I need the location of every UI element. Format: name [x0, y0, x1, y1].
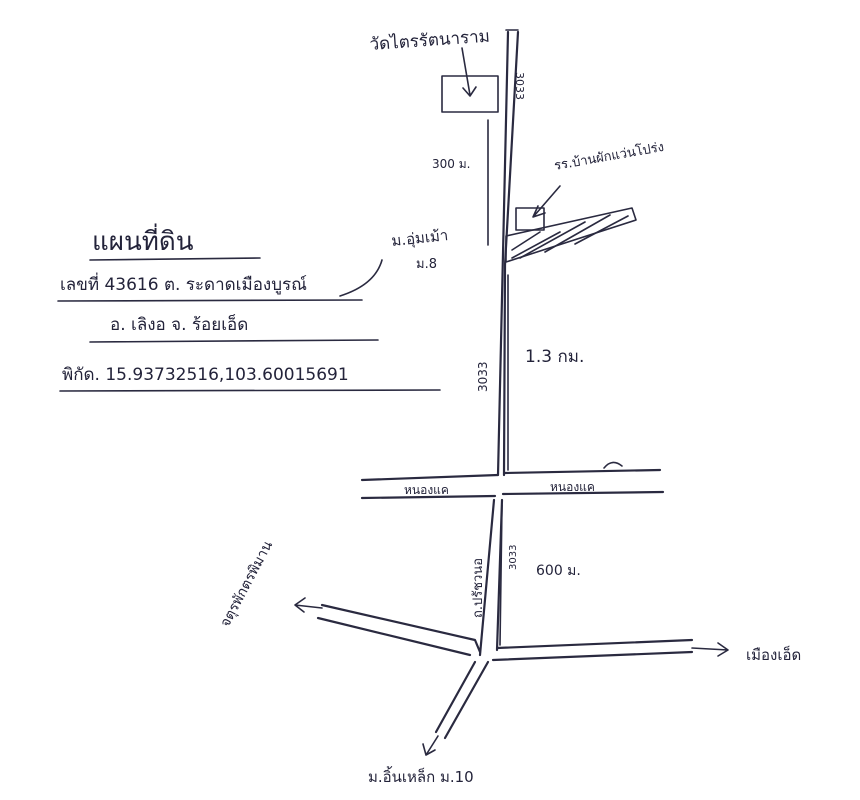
canal-label-left: หนองแค	[404, 483, 449, 497]
canal-label-right: หนองแค	[550, 480, 595, 494]
road-number-low: 3033	[508, 545, 519, 570]
legend-line2: อ. เลิงอ จ. ร้อยเอ็ด	[110, 313, 248, 335]
road-number-top: 3033	[513, 72, 526, 100]
map-labels: วัดไตรรัตนาราม รร.บ้านผักแว่นโปร่ง ม.อุ่…	[217, 26, 801, 786]
road-number-mid: 3033	[476, 361, 490, 392]
destination-right: เมืองเอ็ด	[746, 645, 801, 664]
legend-line3: พิกัด. 15.93732516,103.60015691	[62, 365, 349, 385]
temple-marker	[441, 47, 499, 113]
junction-roads	[316, 603, 694, 740]
school-label: รร.บ้านผักแว่นโปร่ง	[553, 139, 665, 174]
distance-1-3km: 1.3 กม.	[525, 347, 584, 367]
temple-label: วัดไตรรัตนาราม	[369, 26, 491, 55]
distance-300: 300 ม.	[432, 157, 470, 171]
direction-arrows	[294, 597, 729, 756]
distance-600: 600 ม.	[536, 563, 581, 579]
village-label: ม.อุ่มเม้า	[391, 226, 450, 251]
destination-left: จตุรพักตรพิมาน	[217, 538, 276, 630]
canal	[360, 461, 665, 500]
legend-title: แผนที่ดิน	[92, 223, 194, 257]
road-name-label: ถ.ปรัชวนอ	[471, 558, 486, 618]
destination-bottom: ม.อิ้นเหล็ก ม.10	[368, 766, 474, 786]
legend-line1: เลขที่ 43616 ต. ระดาดเมืองบูรณ์	[60, 272, 307, 295]
distance-brackets	[487, 119, 509, 646]
legend: แผนที่ดิน เลขที่ 43616 ต. ระดาดเมืองบูรณ…	[57, 223, 441, 392]
school-marker	[505, 185, 637, 263]
village-sub-label: ม.8	[416, 257, 437, 272]
